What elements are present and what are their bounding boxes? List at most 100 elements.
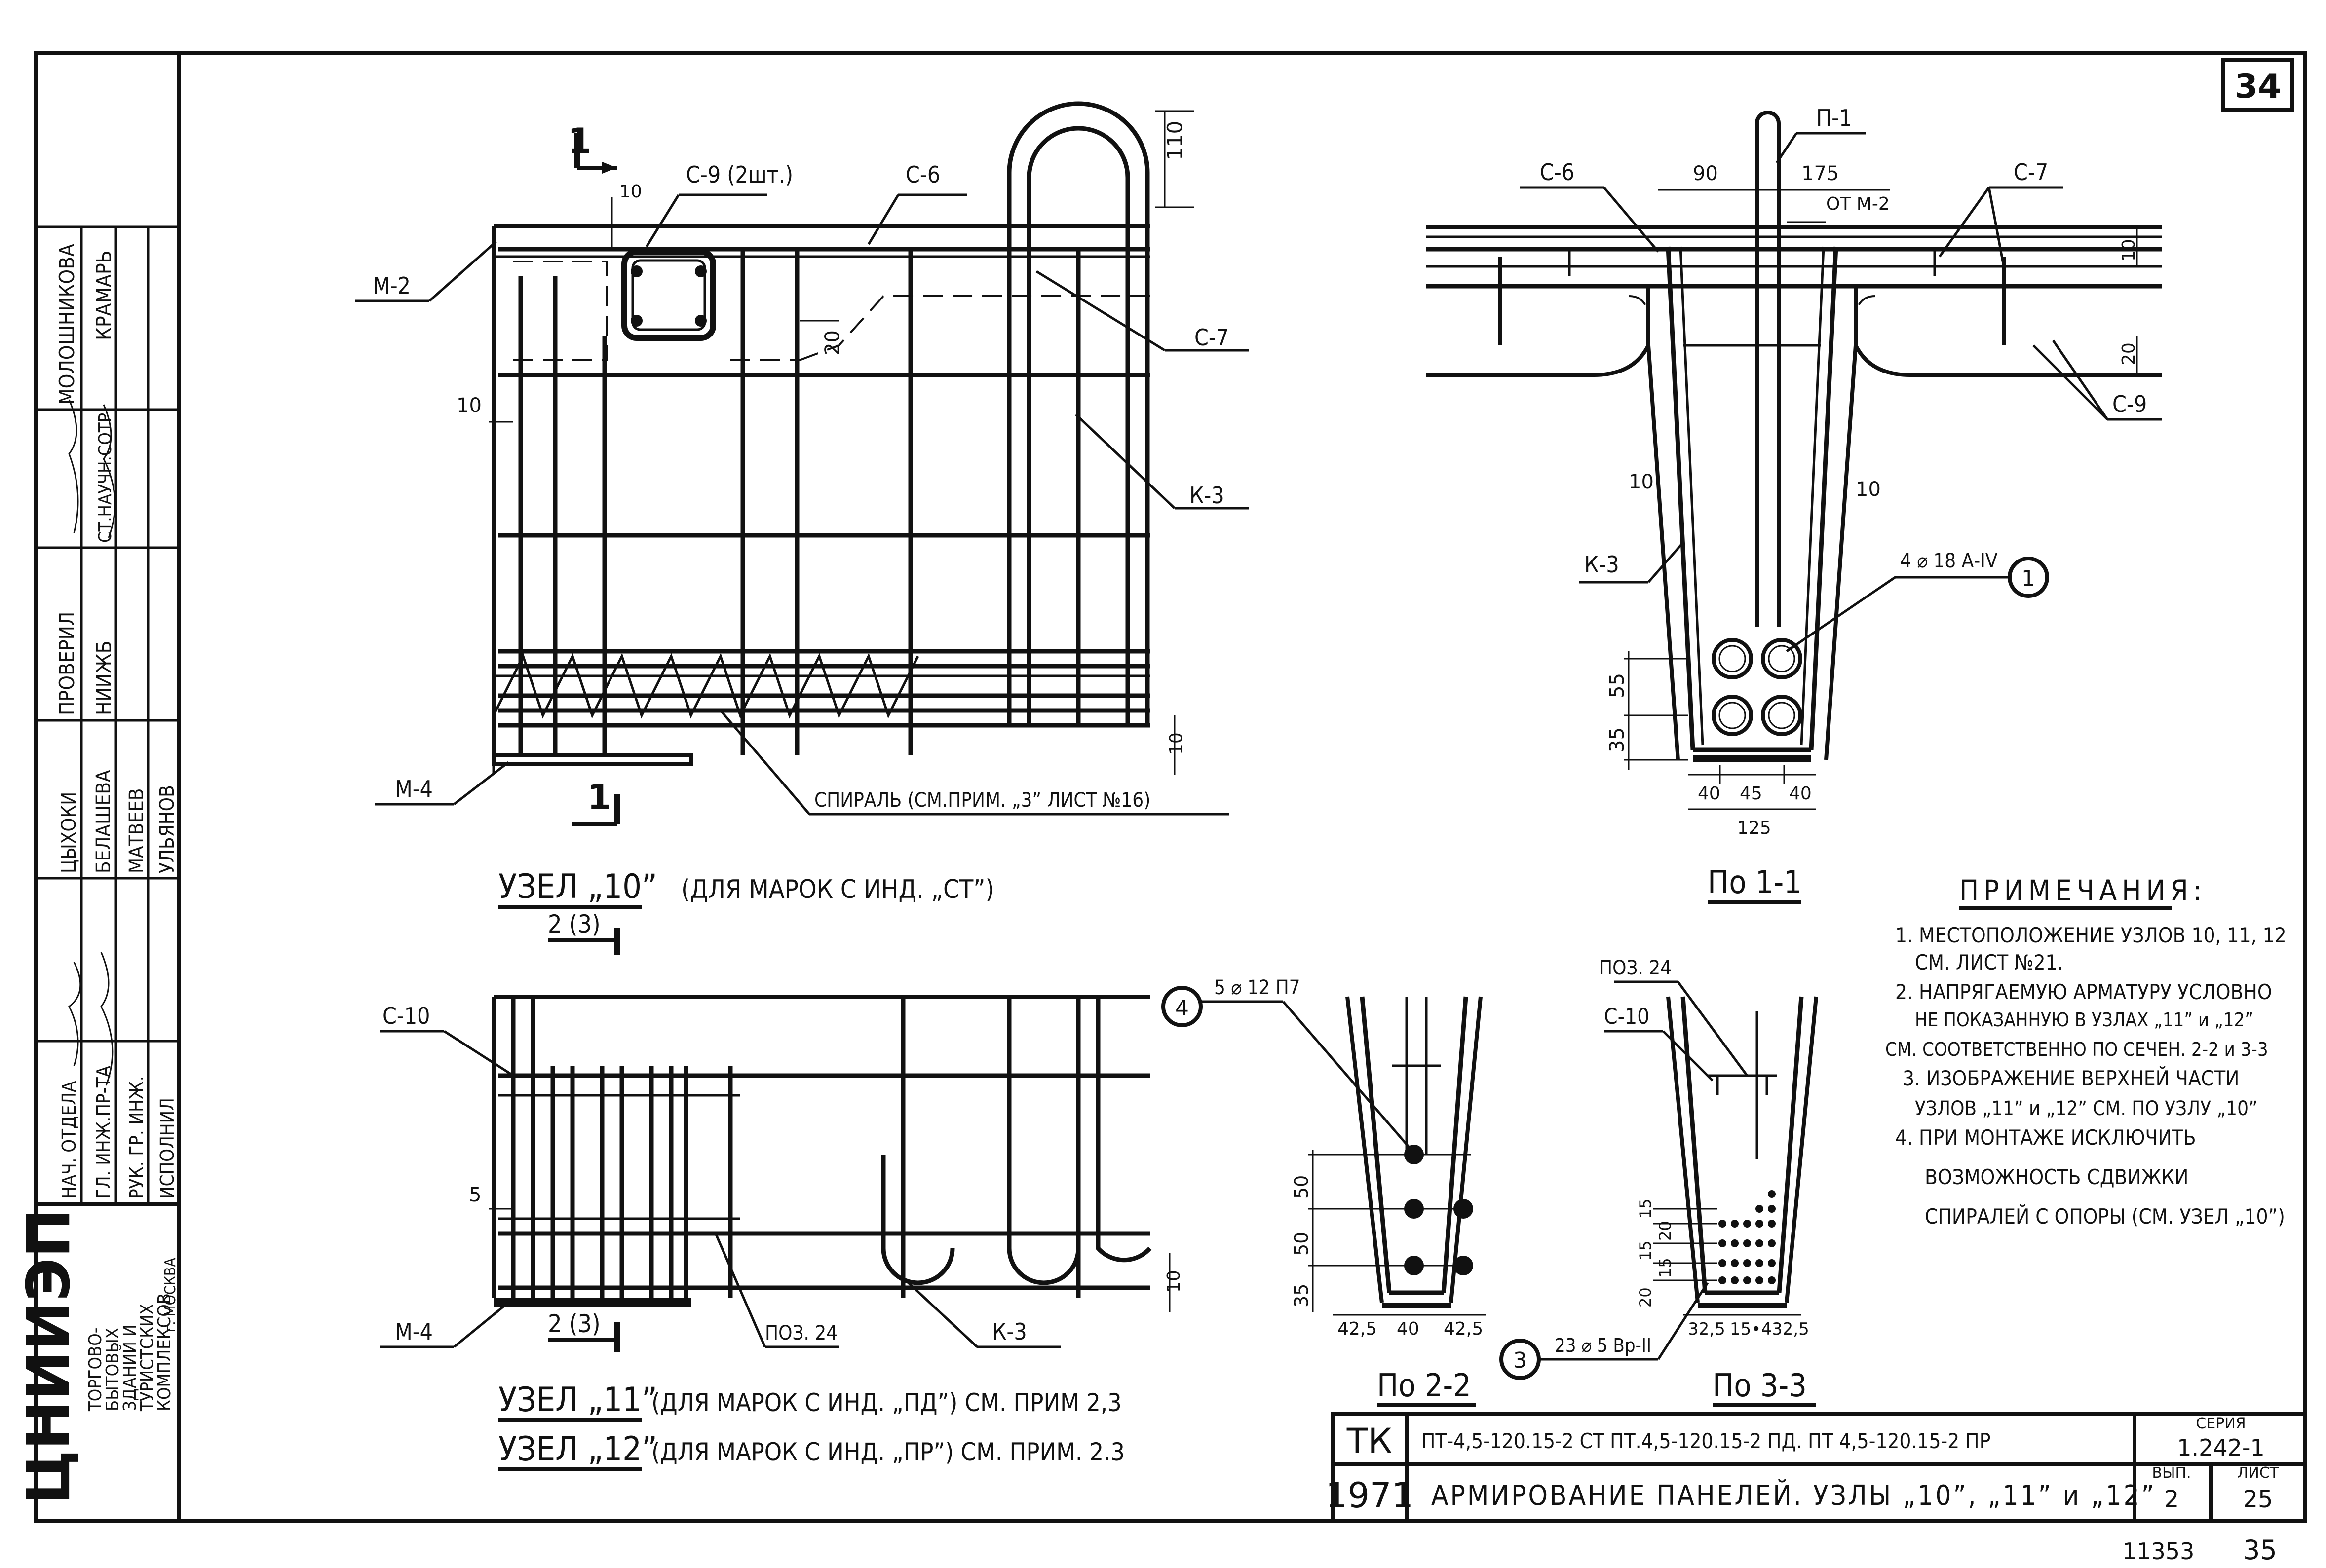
stamp-name-3: УЛЬЯНОВ bbox=[156, 785, 179, 873]
stamp-name-1: БЕЛАШЕВА bbox=[92, 770, 115, 873]
stamp-check-3: МОЛОШНИКОВА bbox=[55, 244, 79, 405]
node10-dim-20: 20 bbox=[821, 330, 844, 355]
stamp-name-0: ЦЫХОКИ bbox=[58, 792, 80, 873]
s11-dim-10l: 10 bbox=[1629, 471, 1654, 493]
s33-dim-325b: 32,5 bbox=[1772, 1319, 1809, 1339]
node-10-drawing: 1 1 110 10 20 10 10 М-2 С-9 (2шт.) С-6 С… bbox=[355, 101, 1249, 955]
stamp-name-2: МАТВЕЕВ bbox=[125, 788, 148, 873]
notes-block: ПРИМЕЧАНИЯ: 1. МЕСТОПОЛОЖЕНИЕ УЗЛОВ 10, … bbox=[1885, 874, 2287, 1229]
stamp-role-1: ГЛ. ИНЖ.ПР-ТА bbox=[93, 1065, 114, 1199]
s11-label-ot-m2: ОТ М-2 bbox=[1826, 194, 1890, 214]
s11-label-p1: П-1 bbox=[1816, 105, 1852, 131]
signature-4 bbox=[68, 399, 79, 533]
node11-dim-10: 10 bbox=[1164, 1270, 1184, 1293]
s33-dim-15b: 15 bbox=[1636, 1240, 1655, 1261]
s11-dim-35: 35 bbox=[1606, 727, 1629, 752]
node10-section-mark-top: 1 bbox=[568, 121, 592, 161]
s11-dim-10r: 10 bbox=[1856, 478, 1881, 501]
note-line-4: СМ. СООТВЕТСТВЕННО ПО СЕЧЕН. 2-2 и 3-3 bbox=[1885, 1039, 2268, 1060]
node10-dim-110: 110 bbox=[1163, 121, 1187, 160]
s11-label-rebar: 4 ⌀ 18 А-IV bbox=[1900, 550, 1998, 572]
sheet-number: 34 bbox=[2235, 67, 2282, 106]
stamp-org-sub-0: ТОРГОВО- bbox=[85, 1328, 106, 1412]
node10-label-spiral: СПИРАЛЬ (СМ.ПРИМ. „3” ЛИСТ №16) bbox=[814, 789, 1150, 812]
tb-title: АРМИРОВАНИЕ ПАНЕЛЕЙ. УЗЛЫ „10”, „11” и „… bbox=[1431, 1479, 2156, 1512]
node11-label-k3: К-3 bbox=[992, 1318, 1027, 1345]
note-line-1: СМ. ЛИСТ №21. bbox=[1915, 950, 2063, 974]
s11-dim-40b: 40 bbox=[1789, 784, 1812, 804]
stamp-role-2: РУК. ГР. ИНЖ. bbox=[126, 1076, 148, 1199]
s11-title: По 1-1 bbox=[1708, 864, 1802, 901]
node10-dim-10a: 10 bbox=[619, 182, 642, 202]
s22-dim-425b: 42,5 bbox=[1444, 1319, 1483, 1339]
s33-label-poz24: ПОЗ. 24 bbox=[1599, 957, 1672, 979]
s11-dim-55: 55 bbox=[1606, 673, 1629, 698]
tb-vyp-label: ВЫП. bbox=[2152, 1464, 2191, 1482]
left-stamp: ЦНИИЭП ТОРГОВО- БЫТОВЫХ ЗДАНИЙ И ТУРИСТС… bbox=[15, 225, 179, 1505]
signature-2 bbox=[100, 952, 114, 1086]
notes-title: ПРИМЕЧАНИЯ: bbox=[1959, 874, 2207, 907]
node10-label-c6: С-6 bbox=[906, 161, 940, 188]
s11-dim-45: 45 bbox=[1740, 784, 1762, 804]
note-line-3: НЕ ПОКАЗАННУЮ В УЗЛАХ „11” и „12” bbox=[1915, 1009, 2253, 1031]
node12-subtitle: (ДЛЯ МАРОК С ИНД. „ПР”) СМ. ПРИМ. 2.3 bbox=[651, 1438, 1125, 1466]
node11-mark-23-bottom: 2 (3) bbox=[548, 1309, 601, 1338]
stamp-check-0: ПРОВЕРИЛ bbox=[55, 612, 79, 715]
node12-title: УЗЕЛ „12” bbox=[498, 1430, 657, 1469]
note-line-7: 4. ПРИ МОНТАЖЕ ИСКЛЮЧИТЬ bbox=[1895, 1125, 2196, 1150]
bottom-mark-2: 35 bbox=[2243, 1534, 2277, 1566]
s33-dim-15c: 15 bbox=[1656, 1258, 1675, 1278]
stamp-org: ЦНИИЭП bbox=[15, 1208, 83, 1505]
node10-label-c9: С-9 (2шт.) bbox=[686, 161, 793, 188]
node10-title: УЗЕЛ „10” bbox=[498, 867, 657, 906]
node11-label-c10: С-10 bbox=[382, 1003, 430, 1029]
s22-dim-50b: 50 bbox=[1291, 1232, 1312, 1256]
stamp-org-sub-3: ТУРИСТСКИХ bbox=[137, 1304, 157, 1412]
s11-label-k3: К-3 bbox=[1584, 551, 1619, 578]
s11-label-c7: С-7 bbox=[2014, 159, 2048, 186]
stamp-role-3: ИСПОЛНИЛ bbox=[156, 1098, 178, 1199]
s11-dim-20: 20 bbox=[2119, 342, 2139, 365]
s33-dim-20a: 20 bbox=[1656, 1221, 1675, 1241]
node10-label-c7: С-7 bbox=[1194, 324, 1229, 351]
stamp-check-2: СТ.НАУЧН.СОТР bbox=[95, 413, 115, 543]
s33-title: По 3-3 bbox=[1713, 1368, 1807, 1404]
tb-seria-label: СЕРИЯ bbox=[2196, 1415, 2246, 1432]
section-3-3-drawing: 3 23 ⌀ 5 Вр-II ПОЗ. 24 С-10 15 20 15 15 … bbox=[1499, 957, 1818, 1407]
node11-mark-23-top: 2 (3) bbox=[548, 910, 601, 938]
note-line-0: 1. МЕСТОПОЛОЖЕНИЕ УЗЛОВ 10, 11, 12 bbox=[1895, 923, 2287, 947]
node10-label-k3: К-3 bbox=[1189, 482, 1224, 509]
s11-label-c6: С-6 bbox=[1540, 159, 1574, 186]
node11-title: УЗЕЛ „11” bbox=[498, 1381, 657, 1419]
s11-dim-90: 90 bbox=[1693, 162, 1718, 185]
s33-label-rebar: 23 ⌀ 5 Вр-II bbox=[1555, 1335, 1651, 1356]
node10-label-m4: М-4 bbox=[395, 776, 433, 802]
s11-label-c9: С-9 bbox=[2112, 391, 2147, 417]
s33-dim-325a: 32,5 bbox=[1688, 1319, 1725, 1339]
node11-label-m4: М-4 bbox=[395, 1318, 433, 1345]
node10-dim-10b: 10 bbox=[457, 394, 482, 417]
s22-position-4: 4 bbox=[1175, 996, 1189, 1021]
node10-section-mark-bottom: 1 bbox=[587, 777, 611, 818]
stamp-org-sub-1: БЫТОВЫХ bbox=[103, 1328, 123, 1411]
s22-dim-35: 35 bbox=[1291, 1284, 1312, 1307]
section-2-2-drawing: 4 5 ⌀ 12 П7 50 50 35 42,5 40 42,5 По 2-2 bbox=[1161, 976, 1486, 1407]
s22-dim-425a: 42,5 bbox=[1337, 1319, 1377, 1339]
signature-3 bbox=[103, 404, 116, 538]
s33-position-3: 3 bbox=[1513, 1348, 1527, 1373]
note-line-9: СПИРАЛЕЙ С ОПОРЫ (СМ. УЗЕЛ „10”) bbox=[1925, 1204, 2285, 1229]
sheet-frame: 34 1 1 35 3 35 bbox=[34, 51, 2307, 1566]
stamp-role-0: НАЧ. ОТДЕЛА bbox=[58, 1081, 80, 1199]
sheet-number-box bbox=[2221, 58, 2294, 112]
s11-dim-175: 175 bbox=[1801, 162, 1839, 185]
note-line-5: 3. ИЗОБРАЖЕНИЕ ВЕРХНЕЙ ЧАСТИ bbox=[1903, 1066, 2239, 1090]
s33-dim-15x4: 15•4 bbox=[1730, 1319, 1772, 1339]
note-line-6: УЗЛОВ „11” и „12” СМ. ПО УЗЛУ „10” bbox=[1915, 1097, 2258, 1120]
node11-dim-5: 5 bbox=[469, 1184, 481, 1206]
node10-dim-10c: 10 bbox=[1166, 732, 1186, 755]
node11-subtitle: (ДЛЯ МАРОК С ИНД. „ПД”) СМ. ПРИМ 2,3 bbox=[651, 1388, 1122, 1417]
s22-dim-40: 40 bbox=[1397, 1319, 1419, 1339]
note-line-2: 2. НАПРЯГАЕМУЮ АРМАТУРУ УСЛОВНО bbox=[1895, 980, 2272, 1004]
s22-dim-50a: 50 bbox=[1291, 1175, 1312, 1199]
